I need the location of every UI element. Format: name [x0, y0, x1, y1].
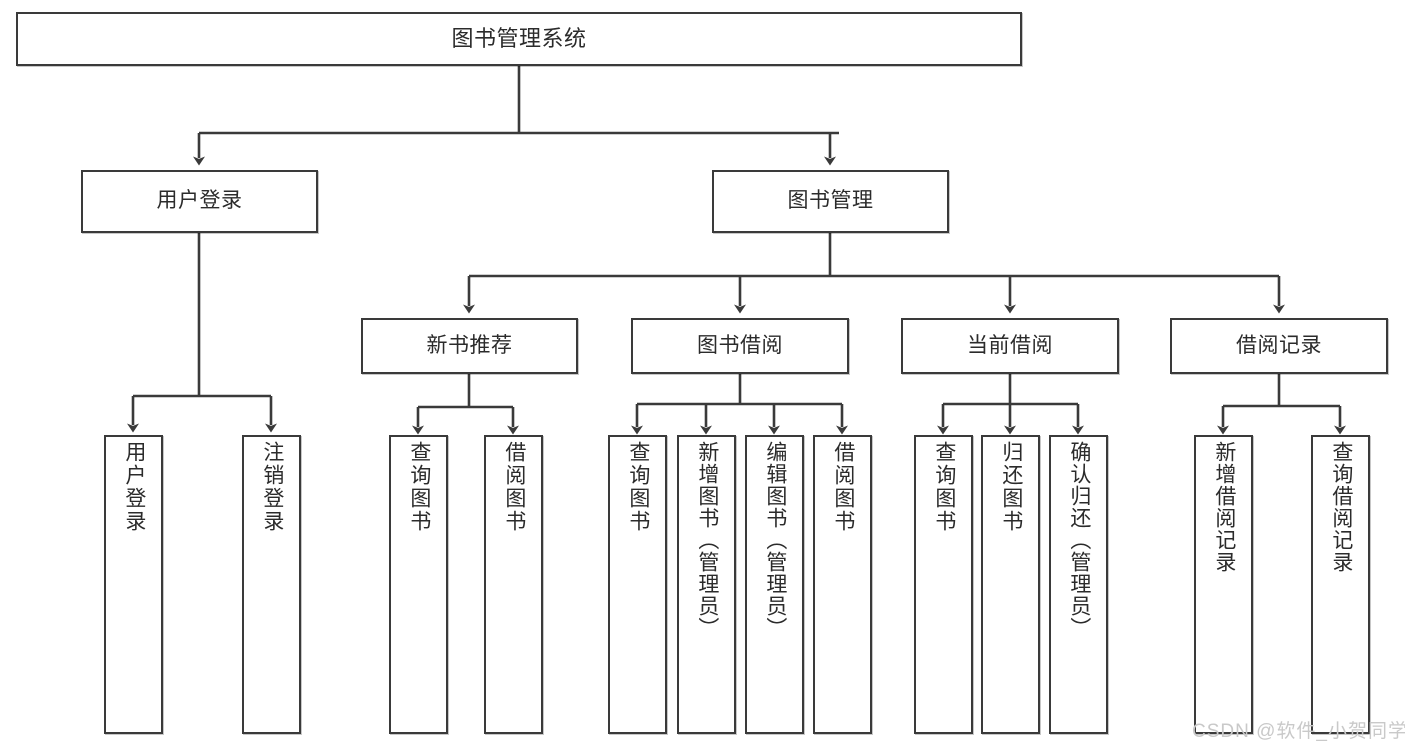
node-leaf-edit-book-label: 编辑图书（管理员）: [763, 441, 787, 639]
node-leaf-borrow-book-1[interactable]: 借阅图书: [484, 435, 543, 734]
node-current-borrow[interactable]: 当前借阅: [901, 318, 1119, 374]
node-root-label: 图书管理系统: [451, 26, 587, 52]
node-book-manage-label: 图书管理: [787, 189, 874, 213]
node-leaf-add-record-label: 新增借阅记录: [1212, 441, 1236, 573]
node-leaf-return-book-label: 归还图书: [999, 441, 1023, 533]
node-leaf-confirm-return[interactable]: 确认归还（管理员）: [1049, 435, 1108, 734]
node-leaf-confirm-return-label: 确认归还（管理员）: [1067, 441, 1091, 639]
node-user-login-label: 用户登录: [156, 189, 243, 213]
node-borrow-record-label: 借阅记录: [1236, 333, 1322, 357]
node-new-book-recommend-label: 新书推荐: [426, 333, 513, 357]
watermark: CSDN @软件_小贺同学: [1192, 721, 1405, 742]
node-leaf-borrow-book-2[interactable]: 借阅图书: [813, 435, 872, 734]
node-leaf-borrow-book-2-label: 借阅图书: [831, 441, 855, 533]
node-leaf-query-record-label: 查询借阅记录: [1329, 441, 1353, 573]
node-borrow-record[interactable]: 借阅记录: [1170, 318, 1388, 374]
node-leaf-return-book[interactable]: 归还图书: [981, 435, 1040, 734]
node-book-borrow-label: 图书借阅: [697, 333, 783, 357]
node-leaf-query-book-2-label: 查询图书: [626, 441, 650, 533]
node-book-manage[interactable]: 图书管理: [712, 170, 949, 233]
node-leaf-query-record[interactable]: 查询借阅记录: [1311, 435, 1370, 734]
node-leaf-edit-book[interactable]: 编辑图书（管理员）: [745, 435, 804, 734]
node-user-login[interactable]: 用户登录: [81, 170, 318, 233]
node-leaf-logout-label: 注销登录: [260, 441, 284, 533]
node-leaf-query-book-3[interactable]: 查询图书: [914, 435, 973, 734]
node-leaf-user-login[interactable]: 用户登录: [104, 435, 163, 734]
node-leaf-add-book-label: 新增图书（管理员）: [695, 441, 719, 639]
node-leaf-query-book-1[interactable]: 查询图书: [389, 435, 448, 734]
node-current-borrow-label: 当前借阅: [967, 333, 1053, 357]
node-leaf-query-book-2[interactable]: 查询图书: [608, 435, 667, 734]
node-new-book-recommend[interactable]: 新书推荐: [361, 318, 578, 374]
node-leaf-logout[interactable]: 注销登录: [242, 435, 301, 734]
node-leaf-query-book-3-label: 查询图书: [932, 441, 956, 533]
node-root[interactable]: 图书管理系统: [16, 12, 1022, 66]
node-leaf-add-record[interactable]: 新增借阅记录: [1194, 435, 1253, 734]
node-leaf-query-book-1-label: 查询图书: [407, 441, 431, 533]
node-leaf-borrow-book-1-label: 借阅图书: [502, 441, 526, 533]
node-leaf-user-login-label: 用户登录: [122, 441, 146, 533]
node-leaf-add-book[interactable]: 新增图书（管理员）: [677, 435, 736, 734]
node-book-borrow[interactable]: 图书借阅: [631, 318, 849, 374]
